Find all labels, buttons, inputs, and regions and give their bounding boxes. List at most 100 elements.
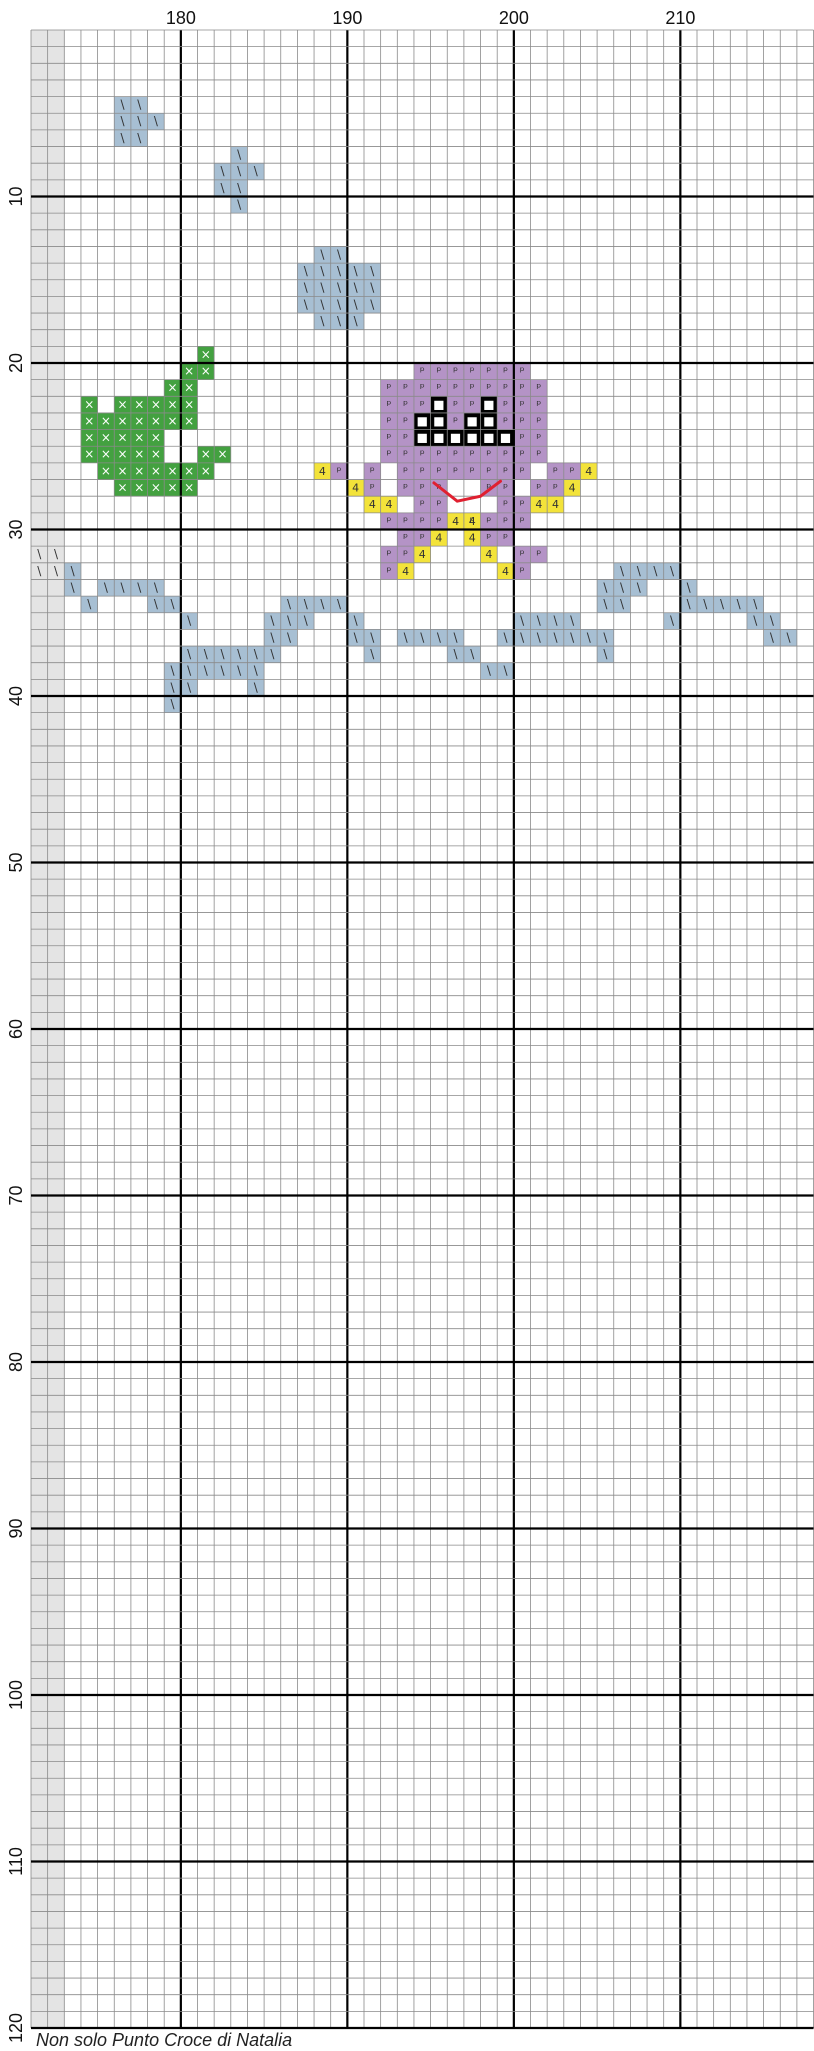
- stitch-lilac: [397, 446, 414, 463]
- stitch-symbol-blue: \: [171, 680, 176, 694]
- stitch-blue: [80, 596, 98, 613]
- stitch-lilac: [447, 446, 464, 463]
- stitch-symbol-lilac: ᵖ: [453, 414, 458, 428]
- stitch-symbol-green: ×: [118, 464, 128, 478]
- stitch-blue: [180, 679, 198, 696]
- stitch-blue: [180, 662, 198, 680]
- stitch-blue: [147, 579, 165, 597]
- stitch-lilac: [480, 512, 498, 530]
- stitch-symbol-blue: \: [437, 630, 442, 644]
- stitch-blue: [397, 629, 414, 647]
- stitch-symbol-green: ×: [118, 431, 128, 445]
- stitch-symbol-yellow: 4: [569, 482, 576, 495]
- stitch-symbol-blue: \: [770, 614, 775, 628]
- stitch-symbol-blue: \: [354, 281, 359, 295]
- stitch-black: [480, 429, 498, 447]
- stitch-symbol-blue: \: [171, 697, 176, 711]
- stitch-symbol-green: ×: [118, 397, 128, 411]
- stitch-lilac: [463, 462, 481, 480]
- stitch-blue: [247, 646, 265, 663]
- stitch-lilac: [480, 446, 498, 463]
- stitch-symbol-blue: \: [137, 98, 142, 112]
- stitch-symbol-yellow: 4: [585, 465, 592, 478]
- stitch-symbol-green: ×: [118, 447, 128, 461]
- stitch-symbol-lilac: ᵖ: [420, 481, 425, 495]
- stitch-blue: [597, 579, 614, 597]
- stitch-blue: [297, 279, 315, 297]
- stitch-symbol-lilac: ᵖ: [503, 447, 508, 461]
- stitch-blue: [330, 263, 348, 280]
- stitch-green: [164, 396, 181, 413]
- stitch-symbol-blue: \: [370, 297, 375, 311]
- stitch-blue: [114, 113, 131, 130]
- stitch-symbol-lilac: ᵖ: [503, 481, 508, 495]
- stitch-symbol-lilac: ᵖ: [470, 414, 475, 428]
- stitch-symbol-blue: \: [187, 647, 192, 661]
- column-label: 190: [332, 8, 362, 28]
- stitch-symbol-lilac: ᵖ: [486, 381, 491, 395]
- stitch-symbol-lilac: ᵖ: [420, 464, 425, 478]
- stitch-green: [114, 429, 131, 447]
- stitch-lilac: [413, 446, 431, 463]
- stitch-blue: [264, 646, 281, 663]
- stitch-symbol-green: ×: [134, 431, 144, 445]
- stitch-blue: [114, 579, 131, 597]
- stitch-symbol-lilac: ᵖ: [453, 464, 458, 478]
- stitch-symbol-green: ×: [101, 414, 111, 428]
- stitch-symbol-blue: \: [787, 630, 792, 644]
- stitch-symbol-blue: \: [237, 664, 242, 678]
- stitch-lilac: [380, 379, 398, 397]
- stitch-blue: [430, 629, 448, 647]
- stitch-yellow: [447, 512, 464, 530]
- stitch-lilac: [497, 529, 514, 547]
- stitch-symbol-yellow: 4: [469, 515, 476, 528]
- stitch-symbol-blue: \: [454, 647, 459, 661]
- stitch-symbol-green: ×: [134, 414, 144, 428]
- stitch-green: [114, 412, 131, 430]
- stitch-blue: [297, 296, 315, 314]
- stitch-symbol-lilac: ᵖ: [470, 397, 475, 411]
- stitch-blue: [64, 579, 81, 597]
- stitch-symbol-blue: \: [553, 630, 558, 644]
- stitch-symbol-blue: \: [687, 597, 692, 611]
- stitch-symbol-green: ×: [167, 381, 177, 395]
- stitch-symbol-blue: \: [304, 264, 309, 278]
- stitch-lilac: [380, 562, 398, 580]
- stitch-symbol-blue: \: [337, 314, 342, 328]
- stitch-symbol-blue: \: [71, 580, 76, 594]
- stitch-symbol-lilac: ᵖ: [486, 514, 491, 528]
- stitch-lilac: [380, 429, 398, 447]
- stitch-blue: [663, 612, 681, 630]
- stitch-symbol-lilac: ᵖ: [520, 497, 525, 511]
- stitch-symbol-black: ■: [500, 431, 511, 445]
- stitch-yellow: [480, 546, 498, 563]
- stitch-symbol-lilac: ᵖ: [536, 431, 541, 445]
- stitch-symbol-blue: \: [603, 580, 608, 594]
- stitch-symbol-green: ×: [84, 447, 94, 461]
- stitch-symbol-lilac: ᵖ: [536, 381, 541, 395]
- stitch-symbol-green: ×: [201, 347, 211, 361]
- stitch-symbol-black: ■: [483, 414, 494, 428]
- stitch-blue: [164, 596, 181, 613]
- stitch-symbol-blue: \: [304, 297, 309, 311]
- stitch-lilac: [513, 379, 531, 397]
- stitch-blue: [613, 579, 631, 597]
- stitch-blue: [513, 612, 531, 630]
- stitch-symbol-green: ×: [134, 397, 144, 411]
- stitch-blue: [230, 646, 248, 663]
- stitch-lilac: [413, 496, 431, 513]
- backstitch-mouth: [432, 479, 503, 503]
- stitch-symbol-blue: \: [570, 630, 575, 644]
- stitch-symbol-yellow: 4: [402, 565, 409, 578]
- stitch-symbol-lilac: ᵖ: [436, 381, 441, 395]
- stitch-green: [97, 429, 115, 447]
- stitch-blue: [314, 246, 331, 264]
- stitch-yellow: [463, 512, 481, 530]
- stitch-blue: [413, 629, 431, 647]
- stitch-symbol-blue: \: [287, 597, 292, 611]
- stitch-symbol-lilac: ᵖ: [520, 564, 525, 578]
- stitch-blue: [630, 562, 648, 580]
- stitch-blue: [347, 629, 364, 647]
- stitch-symbol-lilac: ᵖ: [520, 514, 525, 528]
- stitch-symbol-lilac: ᵖ: [486, 481, 491, 495]
